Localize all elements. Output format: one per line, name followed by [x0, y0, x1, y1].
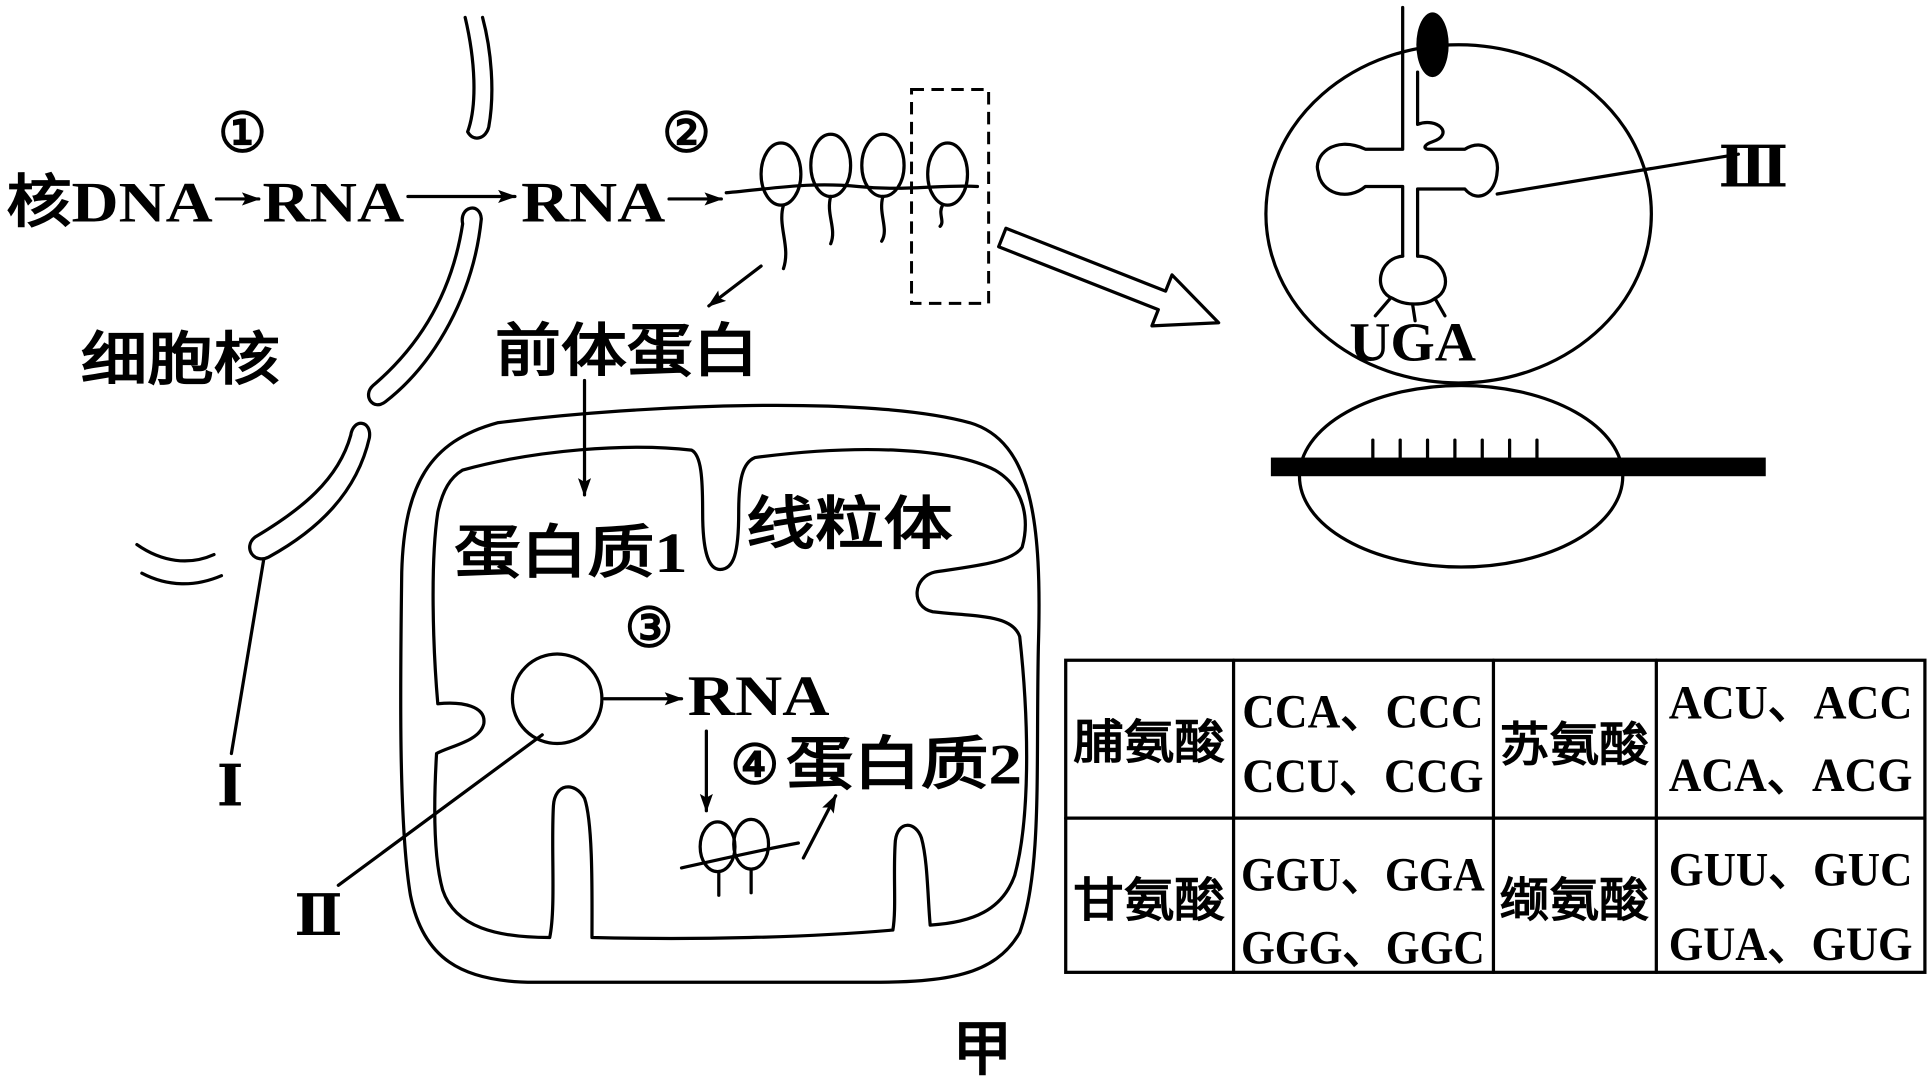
nucleus-label: 细胞核 — [81, 329, 280, 392]
anticodon-base — [1433, 296, 1447, 318]
amino-acid-cell: 甘氨酸 — [1073, 874, 1226, 927]
amino-acid-cell: 缬氨酸 — [1500, 874, 1650, 927]
ribosome-upper-subunit — [1264, 43, 1653, 385]
polypeptide-chain — [827, 194, 835, 246]
selected-ribosome-box — [910, 88, 991, 305]
mrna-strand — [679, 841, 801, 870]
codon-table: 脯氨酸 CCA、CCC CCU、CCG 苏氨酸 ACU、ACC ACA、ACG … — [1064, 658, 1927, 975]
structure-I-label: Ⅰ — [217, 753, 244, 820]
mitochondrion-inner-membrane — [431, 445, 1029, 941]
nuclear-envelope-segment — [463, 15, 494, 140]
codon-table-border — [1064, 658, 1927, 974]
precursor-release-arrow — [707, 264, 763, 308]
structure-III-label: Ⅲ — [1718, 134, 1788, 201]
magnify-arrow — [997, 226, 1221, 328]
nucleus-region: ① 核DNA RNA RNA ② 细胞核 Ⅰ — [6, 15, 724, 820]
anticodon-base — [1373, 296, 1392, 318]
polypeptide-chain — [880, 194, 886, 243]
pointer-line-III — [1495, 152, 1741, 196]
structure-II-label: Ⅱ — [294, 882, 342, 949]
codon-cell: GGG、GGC — [1241, 923, 1485, 975]
ribosome — [926, 141, 970, 207]
pointer-line-II — [336, 733, 544, 887]
protein-1-label: 蛋白质1 — [454, 522, 688, 585]
amino-acid-cell: 脯氨酸 — [1073, 716, 1226, 769]
codon-cell: CCU、CCG — [1242, 751, 1483, 803]
nuclear-envelope-segment — [367, 206, 483, 407]
mitochondrion-outer-membrane — [399, 403, 1041, 984]
step-4-marker: ④ — [730, 732, 779, 796]
codon-cell: GGU、GGA — [1241, 849, 1485, 901]
step-1-marker: ① — [218, 101, 267, 165]
ribosome-detail: UGA Ⅲ — [1264, 5, 1788, 569]
codon-cell: GUA、GUG — [1669, 919, 1913, 971]
codon-cell: ACU、ACC — [1669, 678, 1913, 730]
protein-2-output-arrow — [801, 794, 838, 860]
amino-acid-blob — [1416, 12, 1449, 78]
pointer-line-I — [229, 557, 266, 756]
mitochondrion-label: 线粒体 — [746, 493, 953, 556]
step-3-marker: ③ — [625, 596, 674, 660]
polypeptide-chain — [938, 203, 945, 228]
step-2-marker: ② — [662, 101, 711, 165]
codon-cell: CCA、CCC — [1242, 686, 1483, 738]
nuclear-envelope-segment — [135, 542, 224, 586]
mitochondrion: 线粒体 蛋白质1 ③ RNA ④ 蛋白质2 — [399, 403, 1041, 984]
codon-cell: ACA、ACG — [1669, 750, 1913, 802]
nuclear-envelope-segment — [248, 421, 372, 561]
cytoplasmic-polysome — [724, 88, 991, 305]
polypeptide-chain — [780, 203, 788, 271]
nuclear-rna-label: RNA — [262, 171, 404, 234]
trna — [1315, 5, 1499, 323]
anticodon-base — [1411, 303, 1417, 323]
amino-acid-cell: 苏氨酸 — [1500, 719, 1650, 772]
trna-backbone — [1415, 70, 1499, 258]
codon-cell: GUU、GUC — [1669, 844, 1913, 896]
nuclear-dna-label: 核DNA — [6, 171, 212, 234]
protein-2-label: 蛋白质2 — [786, 733, 1022, 796]
anticodon-loop — [1378, 254, 1447, 306]
cytoplasmic-rna-label: RNA — [521, 171, 665, 234]
mito-rna-label: RNA — [688, 665, 830, 728]
ribosome — [759, 141, 803, 207]
mitochondrial-polysome — [679, 817, 801, 897]
trna-backbone — [1315, 5, 1405, 258]
mitochondrial-dna — [510, 652, 604, 746]
figure-caption: 甲 — [953, 1016, 1013, 1082]
mrna-bar — [1270, 457, 1766, 477]
precursor-protein-label: 前体蛋白 — [495, 321, 759, 384]
anticodon-label: UGA — [1349, 312, 1476, 373]
